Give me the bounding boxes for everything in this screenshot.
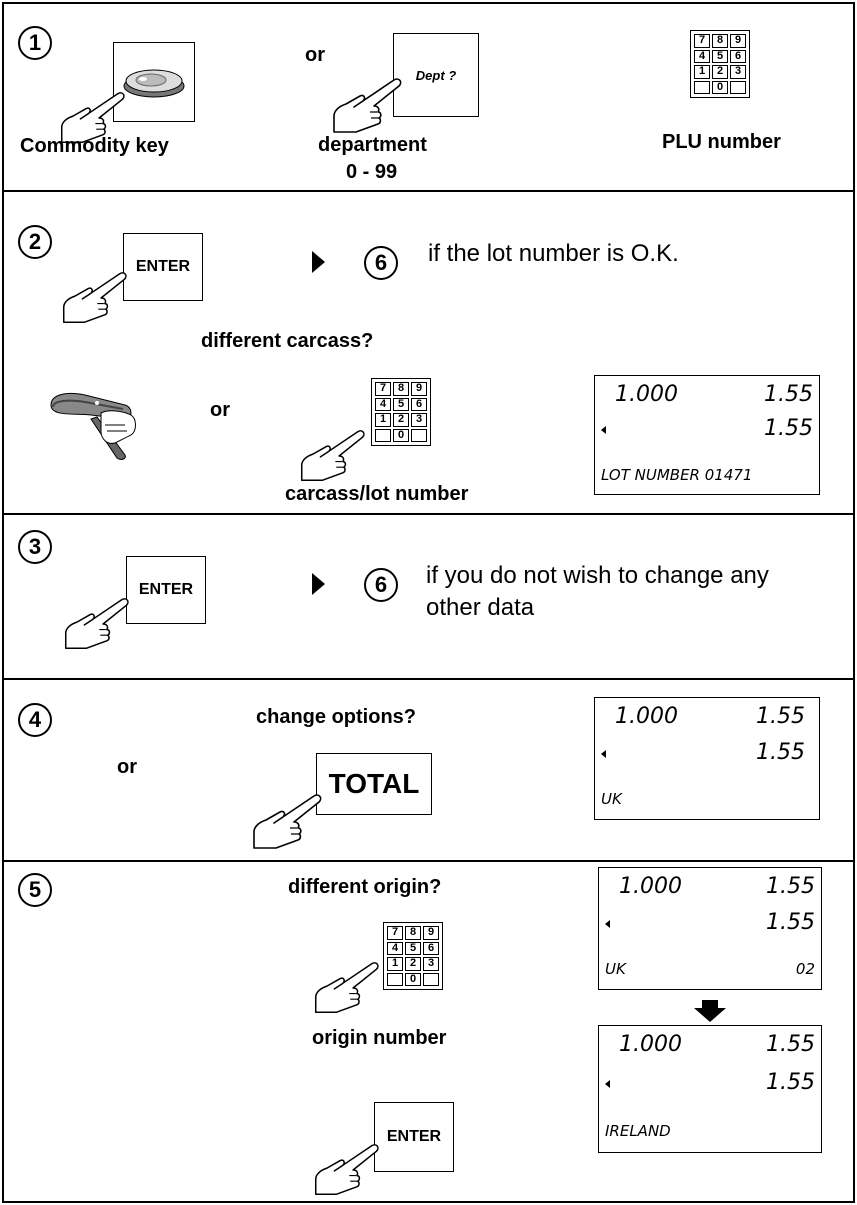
goto-step-6: 6: [364, 568, 398, 602]
display-text: UK: [605, 960, 626, 978]
divider: [2, 678, 855, 680]
change-options-question: change options?: [256, 706, 416, 728]
step-number-3: 3: [18, 530, 52, 564]
display-origin-code: 02: [795, 960, 815, 978]
scale-display: 1.000 1.55 1.55 LOT NUMBER 01471: [594, 375, 820, 495]
commodity-key-label: Commodity key: [20, 135, 169, 157]
or-label: or: [117, 756, 137, 778]
no-change-note-line1: if you do not wish to change any: [426, 562, 769, 589]
hand-pointer-icon: [312, 1142, 396, 1198]
display-price: 1.55: [764, 382, 813, 407]
hand-pointer-icon: [250, 792, 340, 852]
display-text: LOT NUMBER 01471: [601, 466, 753, 484]
arrow-down-icon: [694, 1000, 726, 1022]
display-price: 1.55: [756, 704, 805, 729]
hand-pointer-icon: [62, 596, 146, 652]
arrow-right-icon: [312, 573, 325, 595]
display-weight: 1.000: [619, 1032, 682, 1057]
arrow-right-icon: [312, 251, 325, 273]
hand-pointer-icon: [312, 960, 396, 1016]
scale-display-after: 1.000 1.55 1.55 IRELAND: [598, 1025, 822, 1153]
department-range: 0 - 99: [346, 161, 398, 183]
department-key[interactable]: Dept ?: [393, 33, 479, 117]
enter-key[interactable]: ENTER: [126, 556, 206, 624]
cursor-marker: [601, 426, 606, 434]
cursor-marker: [605, 1080, 610, 1088]
hand-pointer-icon: [60, 270, 144, 326]
enter-key[interactable]: ENTER: [374, 1102, 454, 1172]
display-total: 1.55: [766, 1070, 815, 1095]
total-key[interactable]: TOTAL: [316, 753, 432, 815]
step-number-4: 4: [18, 703, 52, 737]
commodity-key[interactable]: [113, 42, 195, 122]
hand-pointer-icon: [330, 76, 420, 136]
step-number-5: 5: [18, 873, 52, 907]
plu-number-label: PLU number: [662, 131, 781, 153]
display-price: 1.55: [766, 1032, 815, 1057]
display-text: UK: [601, 790, 622, 808]
display-total: 1.55: [756, 740, 805, 765]
scale-display: 1.000 1.55 1.55 UK: [594, 697, 820, 820]
hand-pointer-icon: [298, 428, 382, 484]
divider: [2, 513, 855, 515]
origin-number-label: origin number: [312, 1027, 447, 1049]
display-total: 1.55: [764, 416, 813, 441]
step-number-1: 1: [18, 26, 52, 60]
display-price: 1.55: [766, 874, 815, 899]
display-weight: 1.000: [615, 382, 678, 407]
cursor-marker: [601, 750, 606, 758]
department-label: department: [318, 134, 427, 156]
or-label: or: [305, 44, 325, 66]
meat-icon: [123, 69, 185, 98]
scale-display-before: 1.000 1.55 1.55 UK 02: [598, 867, 822, 990]
display-total: 1.55: [766, 910, 815, 935]
carcass-lot-label: carcass/lot number: [285, 483, 469, 505]
or-label: or: [210, 399, 230, 421]
different-origin-question: different origin?: [288, 876, 442, 898]
no-change-note-line2: other data: [426, 594, 535, 621]
barcode-scanner-icon: [50, 392, 136, 460]
enter-key[interactable]: ENTER: [123, 233, 203, 301]
divider: [2, 860, 855, 862]
divider: [2, 190, 855, 192]
display-text: IRELAND: [605, 1122, 671, 1140]
step-number-2: 2: [18, 225, 52, 259]
goto-step-6: 6: [364, 246, 398, 280]
cursor-marker: [605, 920, 610, 928]
display-weight: 1.000: [619, 874, 682, 899]
display-weight: 1.000: [615, 704, 678, 729]
different-carcass-question: different carcass?: [201, 330, 374, 352]
lot-ok-note: if the lot number is O.K.: [428, 240, 679, 267]
